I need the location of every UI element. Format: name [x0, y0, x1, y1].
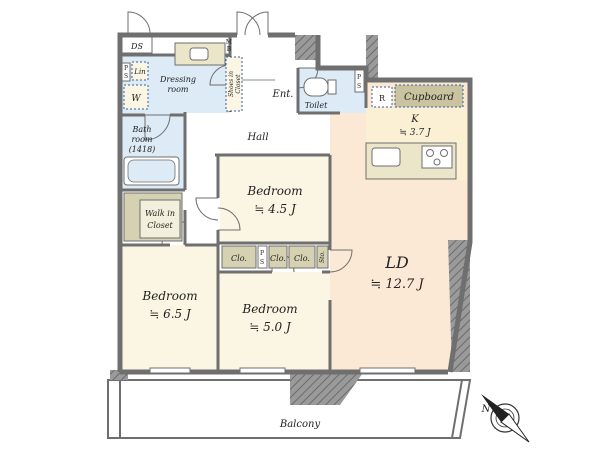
bedroom-6-5-name: Bedroom — [141, 289, 197, 303]
ds-label: DS — [130, 42, 143, 51]
column-top — [295, 35, 318, 60]
hall-area — [185, 113, 330, 155]
compass-icon: N — [481, 394, 530, 443]
cupboard-label: Cupboard — [404, 92, 454, 103]
refrigerator-box — [371, 86, 393, 108]
column-top-right — [366, 35, 378, 80]
ld-name: LD — [384, 253, 409, 272]
clo1-label: Clo. — [231, 254, 247, 263]
entrance-label: Ent. — [272, 89, 294, 100]
toilet-label: Toilet — [305, 101, 328, 110]
shoes-closet — [225, 56, 243, 112]
washbasin-icon — [189, 47, 209, 61]
shoes-label: Shoes inCloset — [228, 71, 242, 97]
cupboard-box — [394, 84, 464, 108]
closet-3 — [288, 245, 316, 269]
storage-box — [316, 245, 329, 269]
washer-box — [123, 84, 149, 110]
walkin-closet — [139, 199, 181, 239]
ld-size: ≒ 12.7 J — [370, 277, 424, 292]
bedroom-6-5-area — [120, 245, 218, 370]
r-label: R — [379, 94, 386, 103]
lin-label: Lin — [133, 68, 146, 76]
balcony-label: Balcony — [279, 419, 321, 430]
bedroom-6-5-size: ≒ 6.5 J — [149, 307, 192, 321]
bedroom-5-0-area — [218, 272, 330, 370]
north-label: N — [481, 404, 492, 415]
closet-1 — [221, 245, 257, 269]
stove-icon — [421, 145, 453, 169]
kitchen-name: K — [410, 114, 419, 125]
ds-box — [121, 36, 153, 54]
linen-closet — [131, 61, 149, 81]
bedroom-4-5-name: Bedroom — [246, 184, 302, 198]
sto-label: Sto. — [319, 251, 326, 263]
clo3-label: Clo. — [294, 254, 310, 263]
bedroom-5-0-size: ≒ 5.0 J — [249, 320, 292, 334]
closet-2 — [268, 245, 288, 269]
bedroom-4-5-area — [220, 155, 330, 243]
bedroom-4-5-size: ≒ 4.5 J — [254, 202, 297, 216]
bedroom-5-0-name: Bedroom — [241, 302, 297, 316]
sink-icon — [371, 147, 401, 167]
w-label: W — [131, 94, 141, 104]
clo2-label: Clo. — [270, 254, 286, 263]
kitchen-size: ≒ 3.7 J — [399, 128, 432, 138]
hall-label: Hall — [246, 132, 268, 143]
toilet-icon — [303, 77, 329, 97]
column-bottom — [290, 370, 365, 405]
